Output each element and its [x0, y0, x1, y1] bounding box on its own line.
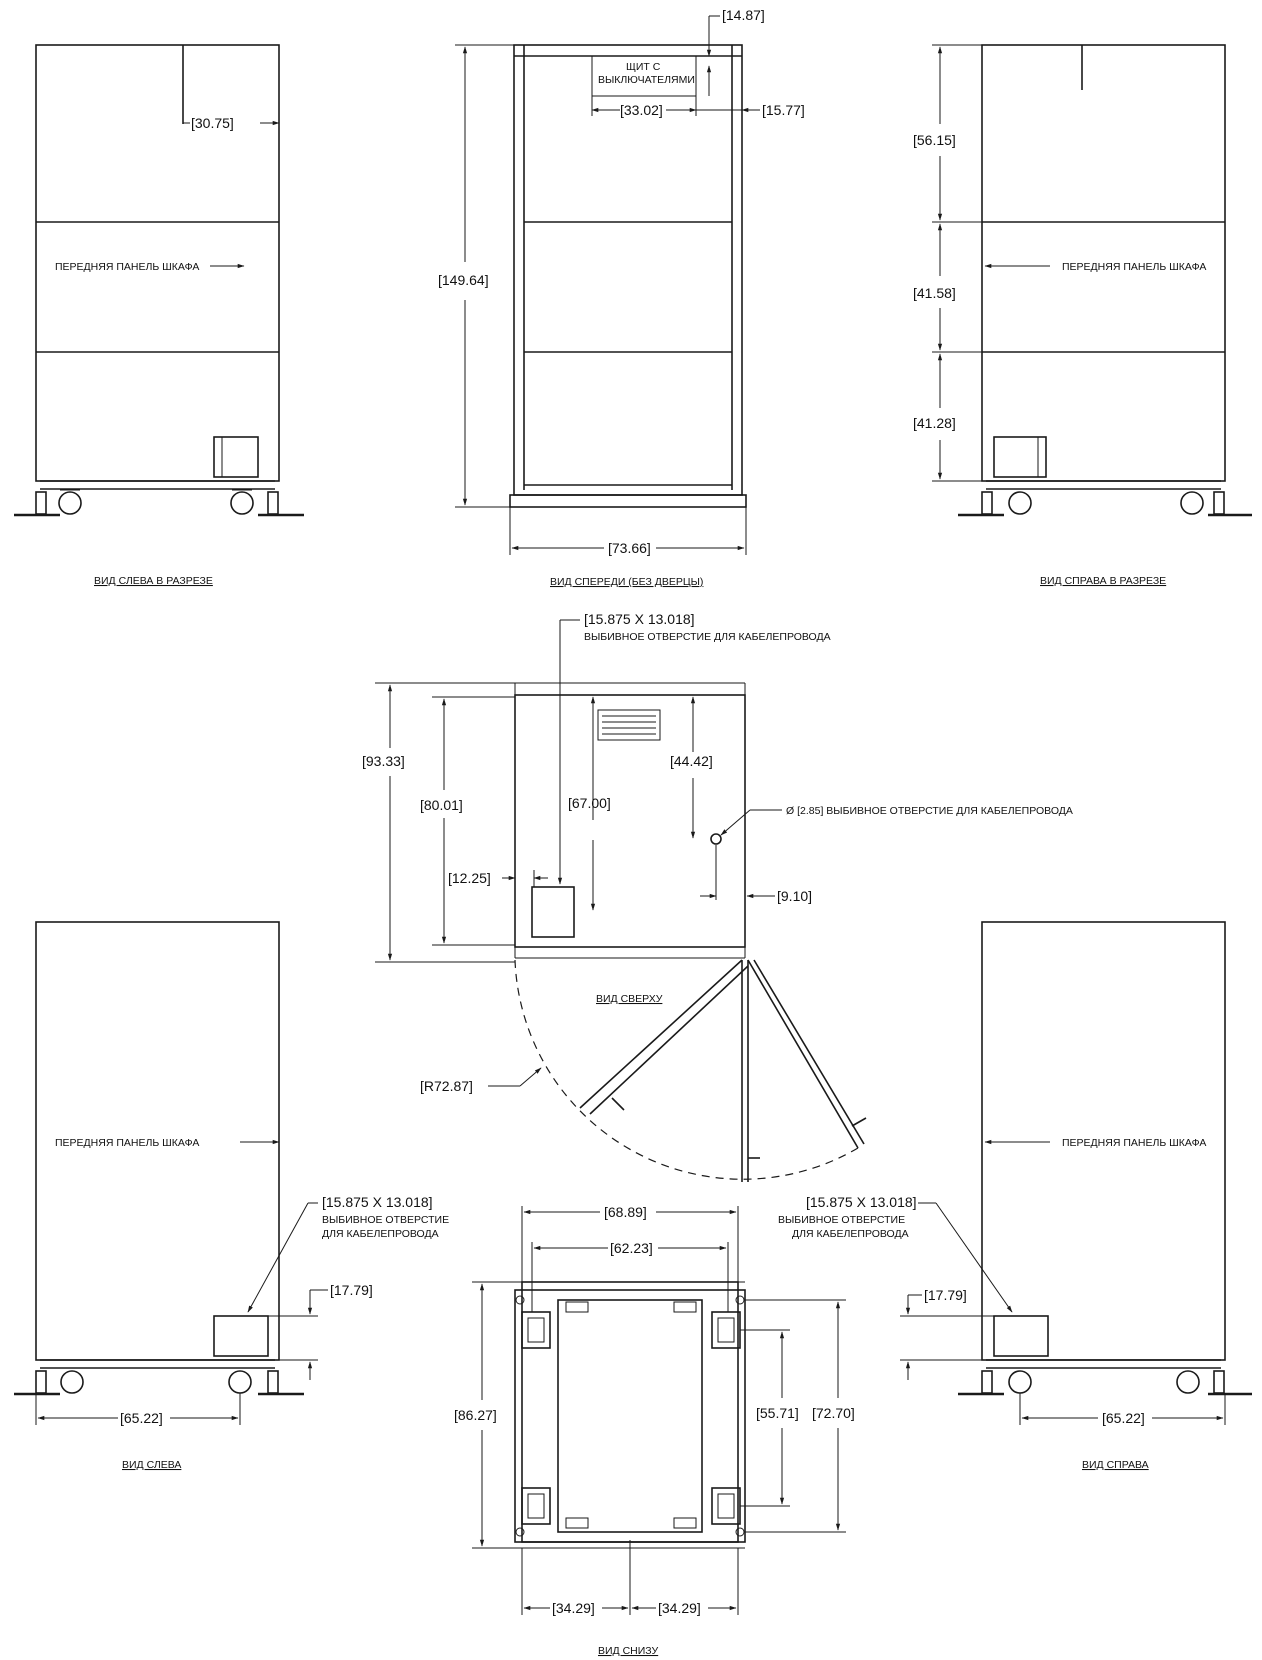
dim-34-29-left: [34.29]	[552, 1600, 595, 1616]
dim-62-23: [62.23]	[610, 1240, 653, 1256]
dim-14-87: [14.87]	[722, 7, 765, 23]
dim-65-22-left: [65.22]	[120, 1410, 163, 1426]
top-view: [15.875 X 13.018] ВЫБИВНОЕ ОТВЕРСТИЕ ДЛЯ…	[362, 611, 1073, 1182]
dim-86-27: [86.27]	[454, 1407, 497, 1423]
front-view: ЩИТ С ВЫКЛЮЧАТЕЛЯМИ [14.87] [33.02] [15.…	[438, 7, 805, 588]
knockout-size-left: [15.875 X 13.018]	[322, 1194, 433, 1210]
dim-149-64: [149.64]	[438, 272, 489, 288]
dim-30-75: [30.75]	[191, 115, 234, 131]
dim-34-29-right: [34.29]	[658, 1600, 701, 1616]
dim-72-70: [72.70]	[812, 1405, 855, 1421]
dim-67-00: [67.00]	[568, 795, 611, 811]
caption-front: ВИД СПЕРЕДИ (БЕЗ ДВЕРЦЫ)	[550, 576, 703, 588]
right-section-view: ПЕРЕДНЯЯ ПАНЕЛЬ ШКАФА [56.15] [41.58] [4…	[913, 44, 1252, 587]
cabinet-front-label-left-view: ПЕРЕДНЯЯ ПАНЕЛЬ ШКАФА	[55, 1137, 199, 1149]
left-section-view: [30.75] ПЕРЕДНЯЯ ПАНЕЛЬ ШКАФА ВИД СЛЕВА …	[14, 44, 304, 587]
dim-17-79-right: [17.79]	[924, 1287, 967, 1303]
dim-65-22-right: [65.22]	[1102, 1410, 1145, 1426]
breaker-panel-label-2: ВЫКЛЮЧАТЕЛЯМИ	[598, 74, 695, 86]
dim-33-02: [33.02]	[620, 102, 663, 118]
dim-17-79-left: [17.79]	[330, 1282, 373, 1298]
cabinet-front-label-right: ПЕРЕДНЯЯ ПАНЕЛЬ ШКАФА	[1062, 261, 1206, 273]
dim-68-89: [68.89]	[604, 1204, 647, 1220]
dim-9-10: [9.10]	[777, 888, 812, 904]
dim-15-77: [15.77]	[762, 102, 805, 118]
dim-55-71: [55.71]	[756, 1405, 799, 1421]
right-view: ПЕРЕДНЯЯ ПАНЕЛЬ ШКАФА [15.875 X 13.018] …	[778, 921, 1252, 1471]
dim-r72-87: [R72.87]	[420, 1078, 473, 1094]
knockout-left-line1: ВЫБИВНОЕ ОТВЕРСТИЕ	[322, 1214, 449, 1226]
knockout-label-top: ВЫБИВНОЕ ОТВЕРСТИЕ ДЛЯ КАБЕЛЕПРОВОДА	[584, 631, 831, 643]
caption-right: ВИД СПРАВА	[1082, 1459, 1149, 1471]
dim-80-01: [80.01]	[420, 797, 463, 813]
dim-93-33: [93.33]	[362, 753, 405, 769]
knockout-size-right: [15.875 X 13.018]	[806, 1194, 917, 1210]
left-view: ПЕРЕДНЯЯ ПАНЕЛЬ ШКАФА [15.875 X 13.018] …	[14, 921, 449, 1471]
dim-12-25: [12.25]	[448, 870, 491, 886]
caption-bottom: ВИД СНИЗУ	[598, 1645, 659, 1657]
dim-41-28: [41.28]	[913, 415, 956, 431]
knockout-right-line2: ДЛЯ КАБЕЛЕПРОВОДА	[792, 1228, 909, 1240]
dim-73-66: [73.66]	[608, 540, 651, 556]
knockout-left-line2: ДЛЯ КАБЕЛЕПРОВОДА	[322, 1228, 439, 1240]
cabinet-front-label-right-view: ПЕРЕДНЯЯ ПАНЕЛЬ ШКАФА	[1062, 1137, 1206, 1149]
cabinet-front-label: ПЕРЕДНЯЯ ПАНЕЛЬ ШКАФА	[55, 261, 199, 273]
knockout-right-line1: ВЫБИВНОЕ ОТВЕРСТИЕ	[778, 1214, 905, 1226]
round-knockout-label: Ø [2.85] ВЫБИВНОЕ ОТВЕРСТИЕ ДЛЯ КАБЕЛЕПР…	[786, 805, 1073, 817]
caption-top: ВИД СВЕРХУ	[596, 993, 663, 1005]
breaker-panel-label-1: ЩИТ С	[626, 61, 661, 73]
dim-44-42: [44.42]	[670, 753, 713, 769]
bottom-view: [68.89] [62.23] [86.27] [55.71] [72.70] …	[454, 1204, 855, 1657]
knockout-size-top: [15.875 X 13.018]	[584, 611, 695, 627]
caption-right-section: ВИД СПРАВА В РАЗРЕЗЕ	[1040, 575, 1166, 587]
dim-56-15: [56.15]	[913, 132, 956, 148]
caption-left-section: ВИД СЛЕВА В РАЗРЕЗЕ	[94, 575, 213, 587]
dim-41-58: [41.58]	[913, 285, 956, 301]
caption-left: ВИД СЛЕВА	[122, 1459, 181, 1471]
